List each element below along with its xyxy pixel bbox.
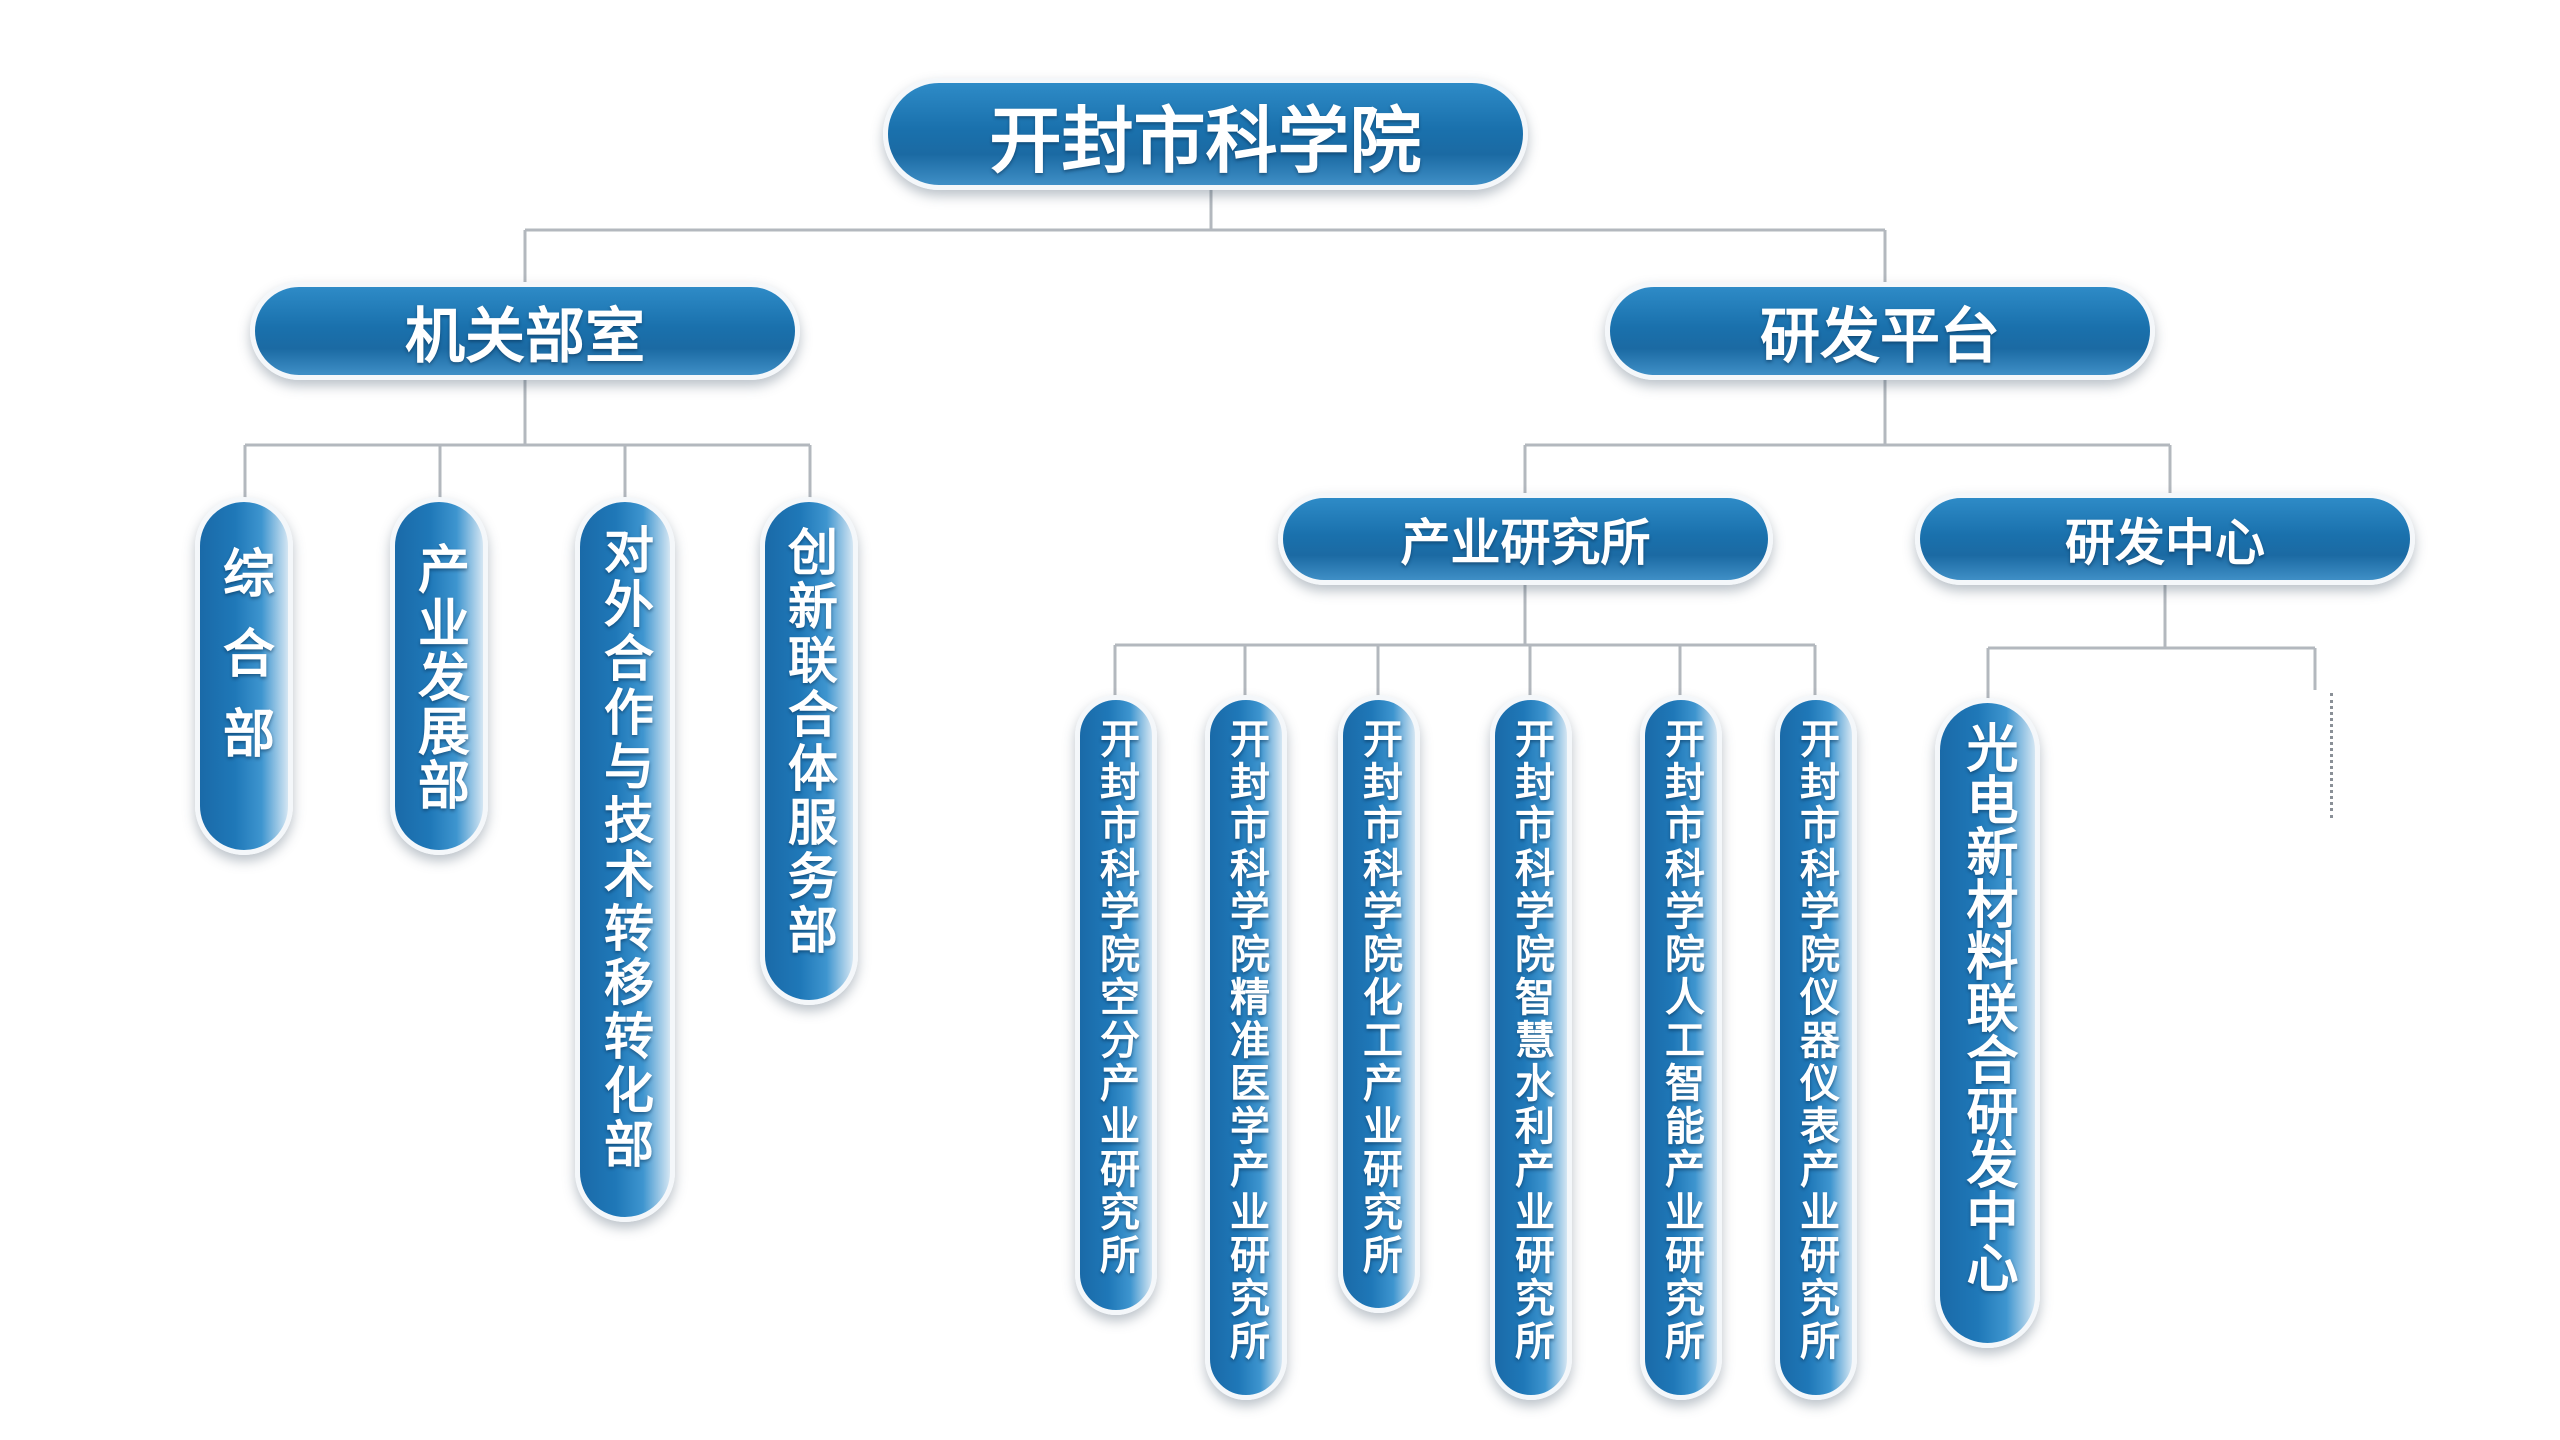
- institute-label: 开封市科学院精准医学产业研究所: [1223, 718, 1270, 1363]
- dept-node: 对外合作与技术转移转化部: [575, 497, 675, 1222]
- branch-node-admin: 机关部室: [250, 282, 800, 380]
- institute-label: 开封市科学院化工产业研究所: [1356, 718, 1403, 1277]
- dept-label: 创新联合体服务部: [780, 526, 839, 958]
- institute-label: 开封市科学院智慧水利产业研究所: [1508, 718, 1555, 1363]
- institute-node: 开封市科学院仪器仪表产业研究所: [1775, 695, 1857, 1400]
- institute-node: 开封市科学院人工智能产业研究所: [1640, 695, 1722, 1400]
- dept-label: 对外合作与技术转移转化部: [596, 524, 655, 1172]
- dept-label: 综合部: [213, 546, 275, 786]
- institute-node: 开封市科学院化工产业研究所: [1338, 695, 1420, 1313]
- institute-label: 开封市科学院仪器仪表产业研究所: [1793, 718, 1840, 1363]
- branch-node-rnd: 研发平台: [1605, 282, 2155, 380]
- dept-node: 综合部: [195, 497, 293, 855]
- institute-node: 开封市科学院空分产业研究所: [1075, 695, 1157, 1315]
- center-label: 光电新材料联合研发中心: [1957, 721, 2018, 1293]
- subgroup-node-centers: 研发中心: [1915, 493, 2415, 585]
- institute-label: 开封市科学院空分产业研究所: [1093, 718, 1140, 1277]
- dept-node: 产业发展部: [390, 497, 488, 855]
- institute-node: 开封市科学院精准医学产业研究所: [1205, 695, 1287, 1400]
- center-node: 光电新材料联合研发中心: [1935, 698, 2040, 1348]
- subgroup-node-institutes: 产业研究所: [1278, 493, 1773, 585]
- dept-label: 产业发展部: [408, 542, 470, 812]
- root-node: 开封市科学院: [883, 78, 1528, 190]
- more-items-ellipsis: [2330, 693, 2337, 818]
- dept-node: 创新联合体服务部: [760, 497, 858, 1005]
- institute-label: 开封市科学院人工智能产业研究所: [1658, 718, 1705, 1363]
- institute-node: 开封市科学院智慧水利产业研究所: [1490, 695, 1572, 1400]
